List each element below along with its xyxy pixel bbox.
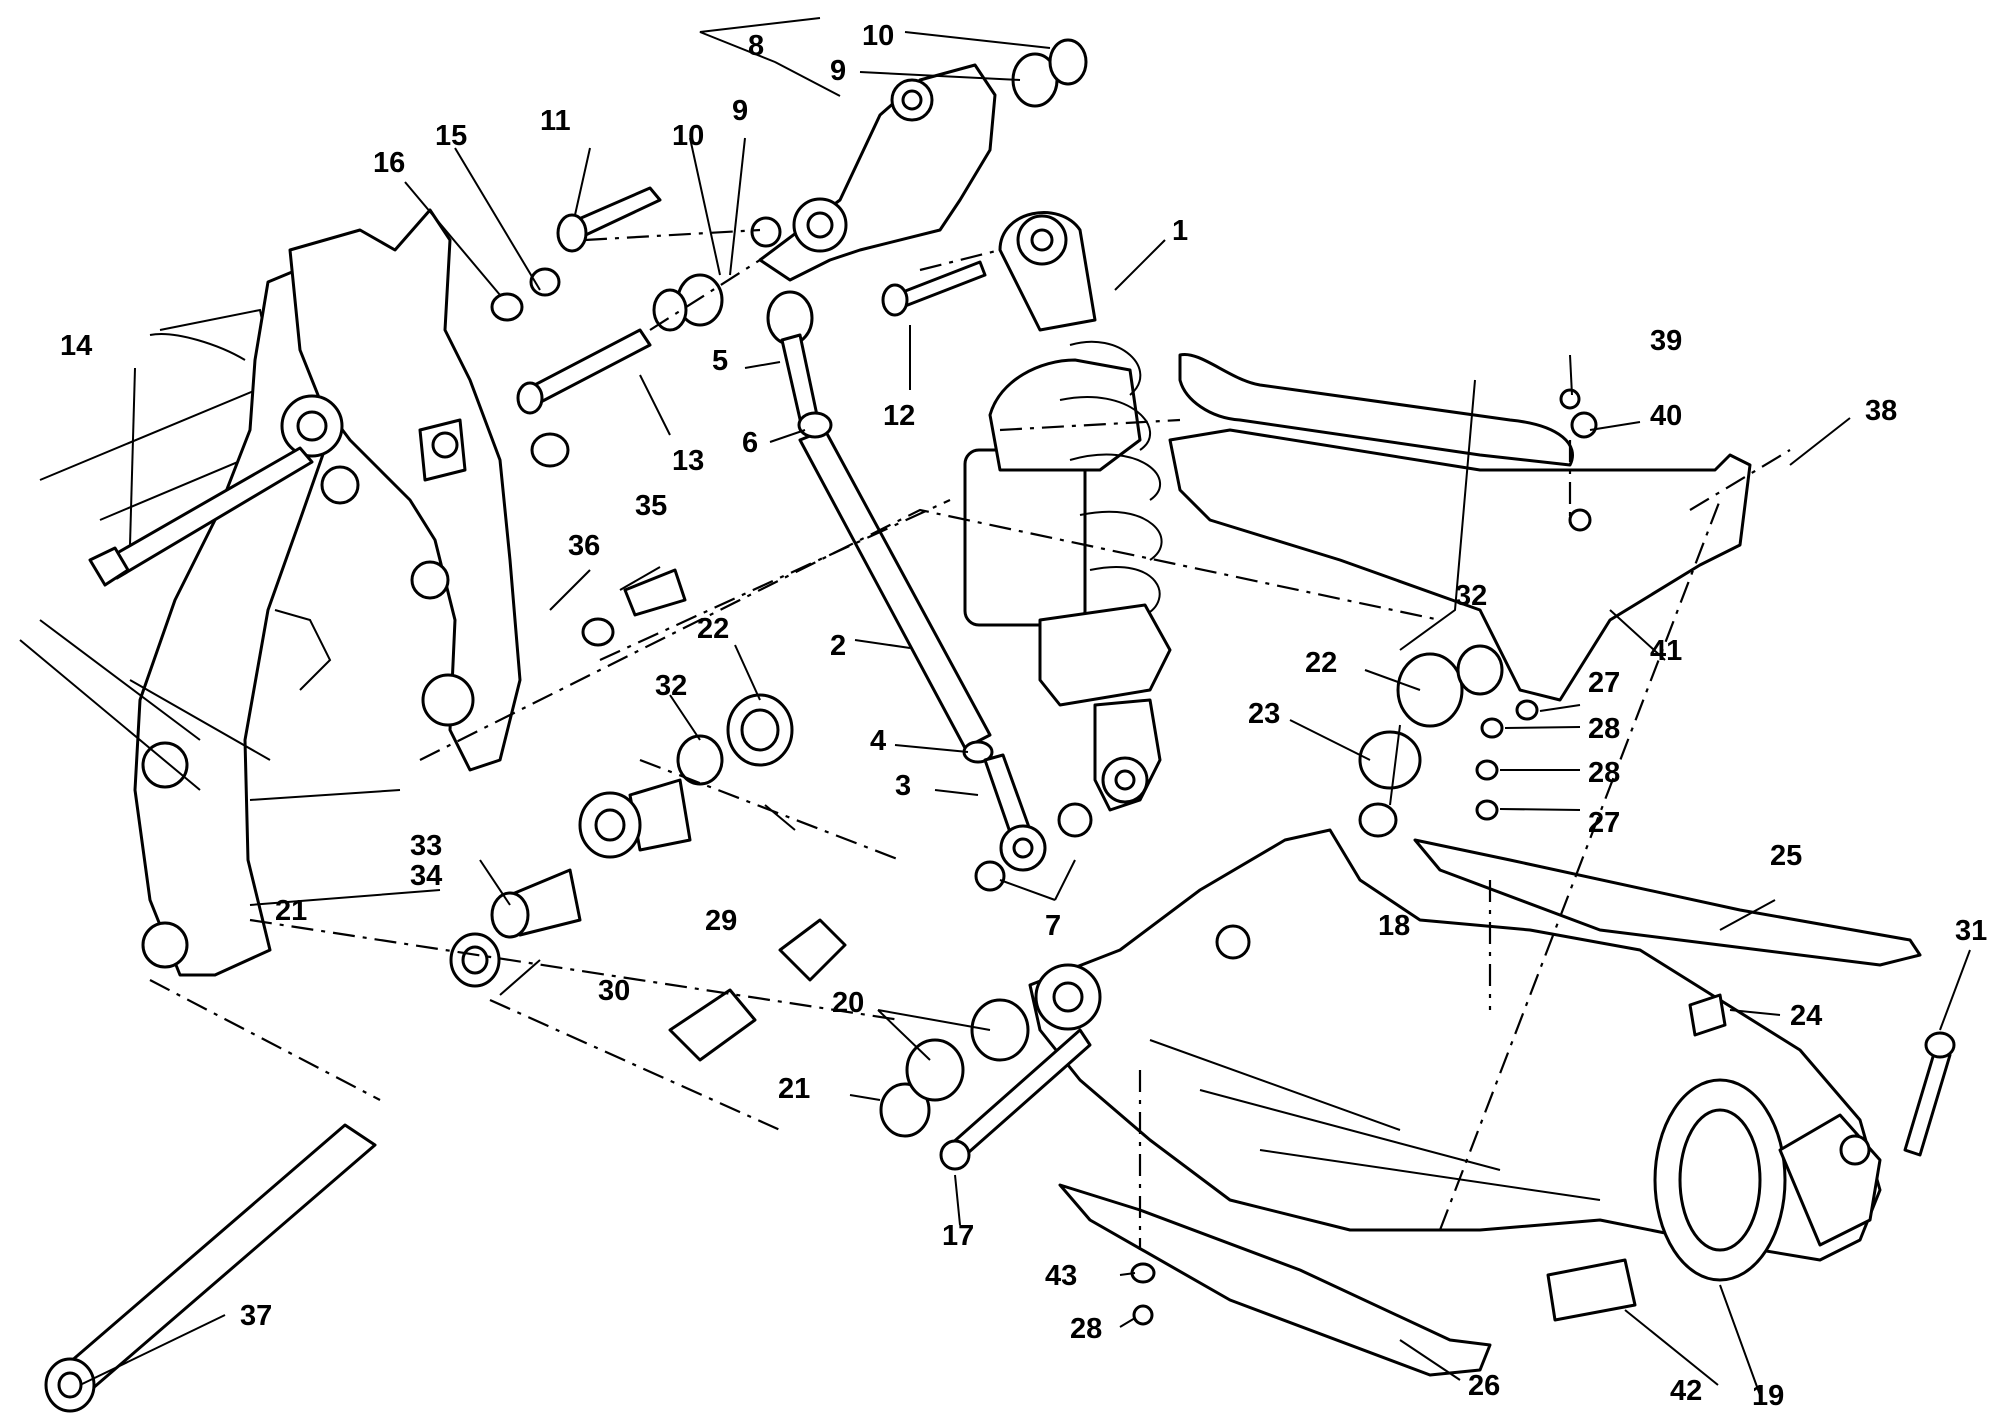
rubber-blocks: [668, 918, 847, 1062]
callout-26: 26: [1468, 1370, 1500, 1402]
callout-36: 36: [568, 530, 600, 562]
callout-42: 42: [1670, 1375, 1702, 1407]
long-bolt: [88, 446, 314, 587]
assembly-lines: [149, 228, 1791, 1250]
callout-21-right: 21: [778, 1073, 810, 1105]
small-hardware: [490, 186, 987, 647]
callout-12: 12: [883, 400, 915, 432]
callout-8: 8: [748, 30, 764, 62]
callout-31: 31: [1955, 915, 1987, 947]
small-fasteners-right: [1130, 388, 1956, 1326]
callout-28-upper: 28: [1588, 713, 1620, 745]
callout-38: 38: [1865, 395, 1897, 427]
callout-30: 30: [598, 975, 630, 1007]
callout-40: 40: [1650, 400, 1682, 432]
bearings-upper: [652, 38, 1088, 332]
callout-labels: 1 2 3 4 5 6 7 8 9 10 9 10 11 12 13 14 15…: [60, 20, 1987, 1412]
callout-23: 23: [1248, 698, 1280, 730]
callout-28-lower: 28: [1070, 1313, 1102, 1345]
callout-33: 33: [410, 830, 442, 862]
callout-18: 18: [1378, 910, 1410, 942]
callout-3: 3: [895, 770, 911, 802]
rocker-arm: [750, 63, 997, 282]
tie-rod: [766, 290, 1093, 892]
skid-plates: [1058, 838, 1922, 1377]
callout-10-lower: 10: [672, 120, 704, 152]
spacer-tube: [44, 1123, 377, 1413]
callout-22-right: 22: [1305, 647, 1337, 679]
callout-11: 11: [540, 105, 571, 137]
callout-32-right: 32: [1455, 580, 1487, 612]
callout-2: 2: [830, 630, 846, 662]
callout-28-middle: 28: [1588, 757, 1620, 789]
callout-16: 16: [373, 147, 405, 179]
chain-guards: [1168, 352, 1752, 702]
callout-32-left: 32: [655, 670, 687, 702]
callout-34: 34: [410, 860, 442, 892]
callout-9-lower: 9: [732, 95, 748, 127]
shock-absorber: [963, 211, 1172, 812]
bushings-left: [449, 644, 1504, 1138]
callout-9-upper: 9: [830, 55, 846, 87]
callout-4: 4: [870, 725, 886, 757]
callout-14: 14: [60, 330, 92, 362]
callout-19: 19: [1752, 1380, 1784, 1412]
callout-20: 20: [832, 987, 864, 1019]
swingarm: [1028, 828, 1882, 1282]
callout-37: 37: [240, 1300, 272, 1332]
callout-27-lower: 27: [1588, 807, 1620, 839]
callout-5: 5: [712, 345, 728, 377]
callout-13: 13: [672, 445, 704, 477]
frame: [19, 208, 522, 977]
callout-43: 43: [1045, 1260, 1077, 1292]
callout-29: 29: [705, 905, 737, 937]
callout-22-left: 22: [697, 613, 729, 645]
swingarm-bolt: [939, 1028, 1092, 1171]
callout-27-upper: 27: [1588, 667, 1620, 699]
callout-39: 39: [1650, 325, 1682, 357]
callout-25: 25: [1770, 840, 1802, 872]
callout-24: 24: [1790, 1000, 1822, 1032]
callout-41: 41: [1650, 635, 1682, 667]
callout-10-upper: 10: [862, 20, 894, 52]
callout-1: 1: [1172, 215, 1188, 247]
callout-21-left: 21: [275, 895, 307, 927]
callout-35: 35: [635, 490, 667, 522]
callout-7: 7: [1045, 910, 1061, 942]
callout-15: 15: [435, 120, 467, 152]
callout-6: 6: [742, 427, 758, 459]
leader-lines: [79, 17, 1971, 1396]
callout-17: 17: [942, 1220, 974, 1252]
